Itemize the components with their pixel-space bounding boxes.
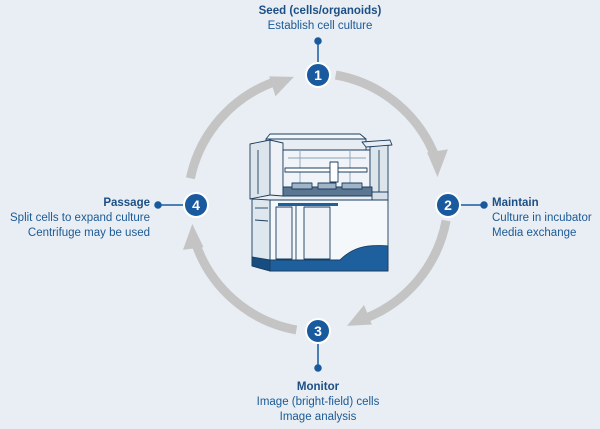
step-label-monitor: Monitor Image (bright-field) cells Image…: [198, 380, 438, 425]
step-number-1: 1: [314, 67, 322, 83]
step-label-seed: Seed (cells/organoids) Establish cell cu…: [200, 4, 440, 34]
arrow-maintain-to-monitor: [362, 219, 451, 324]
arrowhead-monitor-to-passage: [183, 224, 204, 250]
arrow-passage-to-seed: [185, 76, 279, 180]
step-label-passage: Passage Split cells to expand culture Ce…: [0, 196, 150, 241]
step-badge-1: 1: [305, 62, 331, 88]
leader-dot-maintain: [480, 201, 488, 209]
step-label-maintain: Maintain Culture in incubator Media exch…: [492, 196, 592, 241]
step-title-monitor: Monitor: [296, 381, 340, 393]
step-desc-maintain-2: Media exchange: [492, 227, 577, 239]
step-desc-maintain-1: Culture in incubator: [492, 212, 592, 224]
arrow-monitor-to-passage: [190, 239, 298, 335]
step-desc-monitor-1: Image (bright-field) cells: [256, 396, 380, 408]
step-badge-4: 4: [183, 192, 209, 218]
step-badge-3: 3: [305, 318, 331, 344]
arrowhead-maintain-to-monitor: [347, 305, 372, 326]
step-desc-seed-1: Establish cell culture: [267, 20, 373, 32]
arrowhead-seed-to-maintain: [427, 149, 448, 177]
leader-lines: [154, 37, 488, 372]
arrowhead-passage-to-seed: [269, 76, 294, 97]
step-title-passage: Passage: [103, 197, 150, 209]
leader-dot-seed: [314, 37, 322, 45]
step-number-3: 3: [314, 323, 322, 339]
arrow-seed-to-maintain: [334, 70, 441, 162]
step-number-4: 4: [192, 197, 200, 213]
cycle-arrows: [185, 70, 451, 335]
leader-dot-monitor: [314, 364, 322, 372]
step-badge-2: 2: [435, 192, 461, 218]
step-title-seed: Seed (cells/organoids): [258, 5, 382, 17]
leader-dot-passage: [154, 201, 162, 209]
step-number-2: 2: [444, 197, 452, 213]
arrow-heads: [183, 76, 448, 326]
step-title-maintain: Maintain: [492, 197, 539, 209]
step-desc-passage-1: Split cells to expand culture: [10, 212, 150, 224]
step-desc-monitor-2: Image analysis: [279, 411, 357, 423]
step-desc-passage-2: Centrifuge may be used: [27, 227, 150, 239]
lab-automation-instrument-icon: [249, 133, 393, 272]
